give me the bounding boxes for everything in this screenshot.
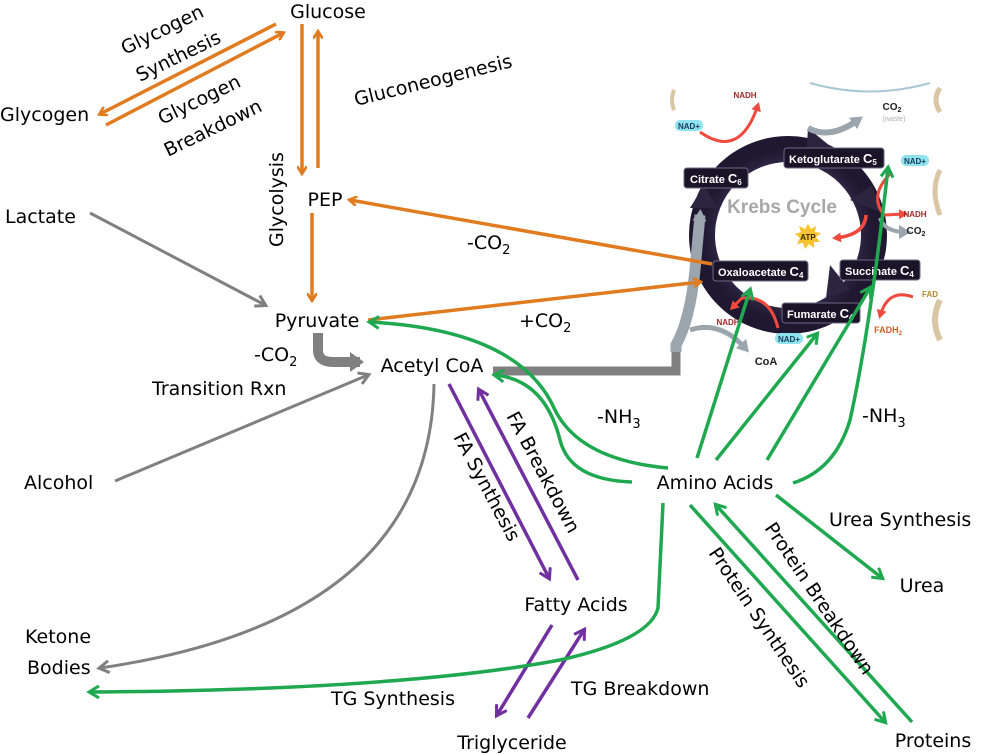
krebs-title: Krebs Cycle: [727, 197, 837, 218]
waste-label: (waste): [883, 116, 906, 123]
atp-arrow: [832, 214, 868, 243]
label-urea-synthesis: Urea Synthesis: [829, 509, 971, 531]
ring-arrowhead-icon: [690, 185, 718, 208]
membrane-decor: [932, 298, 943, 342]
krebs-intermediate-oxaloacetate: Oxaloacetate C4: [712, 260, 809, 282]
amino-acids-to-succinate-arrow: [765, 288, 870, 461]
nad-plus-badge: NAD+: [675, 120, 703, 131]
label-plus-co2: +CO2: [519, 310, 571, 336]
node-pyruvate: Pyruvate: [275, 310, 360, 332]
protein-synthesis-arrow: [688, 503, 885, 722]
node-amino-acids: Amino Acids: [657, 472, 774, 494]
fa-synthesis-arrow: [447, 383, 549, 578]
protein-arrows: [90, 168, 914, 724]
krebs-intermediate-ketoglutarate: Ketoglutarate C5: [783, 147, 885, 169]
fa-breakdown-arrow: [479, 390, 580, 581]
co2-waste-arrow: [806, 116, 863, 136]
membrane-decor: [670, 89, 676, 111]
svg-text:NAD+: NAD+: [904, 157, 926, 166]
glycogen-synthesis-arrow: [100, 22, 277, 114]
node-pep: PEP: [308, 189, 343, 211]
glycogen-breakdown-arrow: [105, 33, 283, 127]
acetyl-coa-to-krebs-arrow: [493, 352, 681, 376]
svg-text:Fumarate C4: Fumarate C4: [787, 306, 854, 322]
krebs-intermediate-succinate: Succinate C4: [839, 259, 921, 281]
svg-text:Succinate C4: Succinate C4: [845, 263, 914, 279]
label-minus-nh3-left: -NH3: [597, 406, 641, 432]
node-ketone-bodies-line2: Bodies: [27, 657, 91, 679]
label-tg-breakdown: TG Breakdown: [570, 678, 709, 700]
label-minus-co2-transition: -CO2: [254, 344, 297, 370]
gray-arrows: [89, 211, 681, 668]
node-glycogen: Glycogen: [0, 104, 89, 126]
fadh2-arrow: [876, 293, 914, 319]
protein-breakdown-arrow: [716, 505, 914, 724]
label-gluconeogenesis: Gluconeogenesis: [352, 50, 515, 111]
amino-acids-to-fumarate-arrow: [714, 334, 817, 462]
alcohol-to-acetyl-coa-arrow: [114, 375, 368, 483]
label-tg-synthesis: TG Synthesis: [330, 688, 455, 710]
node-glucose: Glucose: [290, 1, 366, 23]
node-ketone-bodies-line1: Ketone: [25, 626, 91, 648]
lipid-arrows: [447, 383, 584, 719]
svg-text:Citrate C6: Citrate C6: [690, 171, 742, 187]
node-triglyceride: Triglyceride: [456, 732, 566, 754]
label-transition-rxn: Transition Rxn: [151, 378, 286, 400]
transition-reaction-arrow: [313, 333, 364, 372]
ring-arrowhead-icon: [826, 265, 850, 298]
carbohydrate-arrows: [100, 22, 713, 322]
nadh-label: NADH: [733, 91, 756, 100]
acetyl-coa-entry-arrow: [670, 209, 707, 352]
node-fatty-acids: Fatty Acids: [524, 594, 627, 616]
amino-acids-to-ketone-bodies-arrow: [90, 502, 665, 692]
pyruvate-to-oxaloacetate-arrow: [367, 282, 700, 322]
node-lactate: Lactate: [5, 206, 76, 228]
krebs-cycle-panel: Krebs Cycle ATP NAD+ NADH NAD+ NADH CO2: [670, 82, 944, 373]
amino-acids-to-pyruvate-arrow: [370, 322, 669, 470]
svg-text:Ketoglutarate C5: Ketoglutarate C5: [789, 151, 877, 167]
svg-text:NAD+: NAD+: [778, 335, 800, 344]
krebs-intermediate-fumarate: Fumarate C4: [781, 302, 861, 324]
node-alcohol: Alcohol: [24, 472, 93, 494]
fad-label: FAD: [922, 290, 938, 299]
node-urea: Urea: [900, 575, 945, 597]
membrane-arc-decor: [809, 82, 931, 93]
node-acetyl-coa: Acetyl CoA: [381, 355, 484, 377]
oxaloacetate-to-pep-arrow: [350, 200, 713, 266]
svg-text:Oxaloacetate C4: Oxaloacetate C4: [718, 264, 804, 280]
amino-acids-to-acetyl-coa-arrow: [495, 375, 633, 484]
nad-plus-badge: NAD+: [775, 333, 803, 344]
nadh-label: NADH: [903, 210, 926, 219]
co2-waste-label: CO2: [883, 102, 902, 114]
label-fa-synthesis: FA Synthesis: [449, 429, 525, 545]
nadh-arrow-1: [699, 102, 761, 143]
urea-synthesis-arrow: [774, 493, 882, 578]
ring-arrowhead-icon: [850, 185, 880, 212]
co2-label: CO2: [907, 226, 926, 238]
acetyl-coa-to-ketone-bodies-arrow: [100, 383, 436, 668]
amino-acids-to-ketoglutarate-arrow: [792, 168, 888, 485]
amino-acids-to-oxaloacetate-arrow: [695, 290, 750, 459]
membrane-decor: [933, 86, 943, 114]
atp-starburst-icon: ATP: [795, 224, 821, 249]
label-minus-co2-pep: -CO2: [467, 232, 510, 258]
svg-text:ATP: ATP: [800, 233, 816, 242]
nadh-label: NADH: [716, 318, 739, 327]
tg-breakdown-arrow: [526, 630, 584, 719]
tg-synthesis-arrow: [497, 624, 554, 715]
svg-text:NAD+: NAD+: [678, 122, 700, 131]
coa-label: CoA: [755, 356, 778, 368]
coa-release-arrow: [689, 324, 749, 353]
label-glycolysis: Glycolysis: [266, 152, 288, 247]
krebs-intermediate-citrate: Citrate C6: [683, 167, 749, 189]
nad-plus-badge: NAD+: [901, 155, 929, 166]
label-minus-nh3-right: -NH3: [862, 405, 906, 431]
fadh2-label: FADH2: [874, 325, 903, 337]
node-proteins: Proteins: [895, 730, 972, 752]
lactate-to-pyruvate-arrow: [89, 211, 265, 305]
membrane-decor: [932, 168, 943, 216]
